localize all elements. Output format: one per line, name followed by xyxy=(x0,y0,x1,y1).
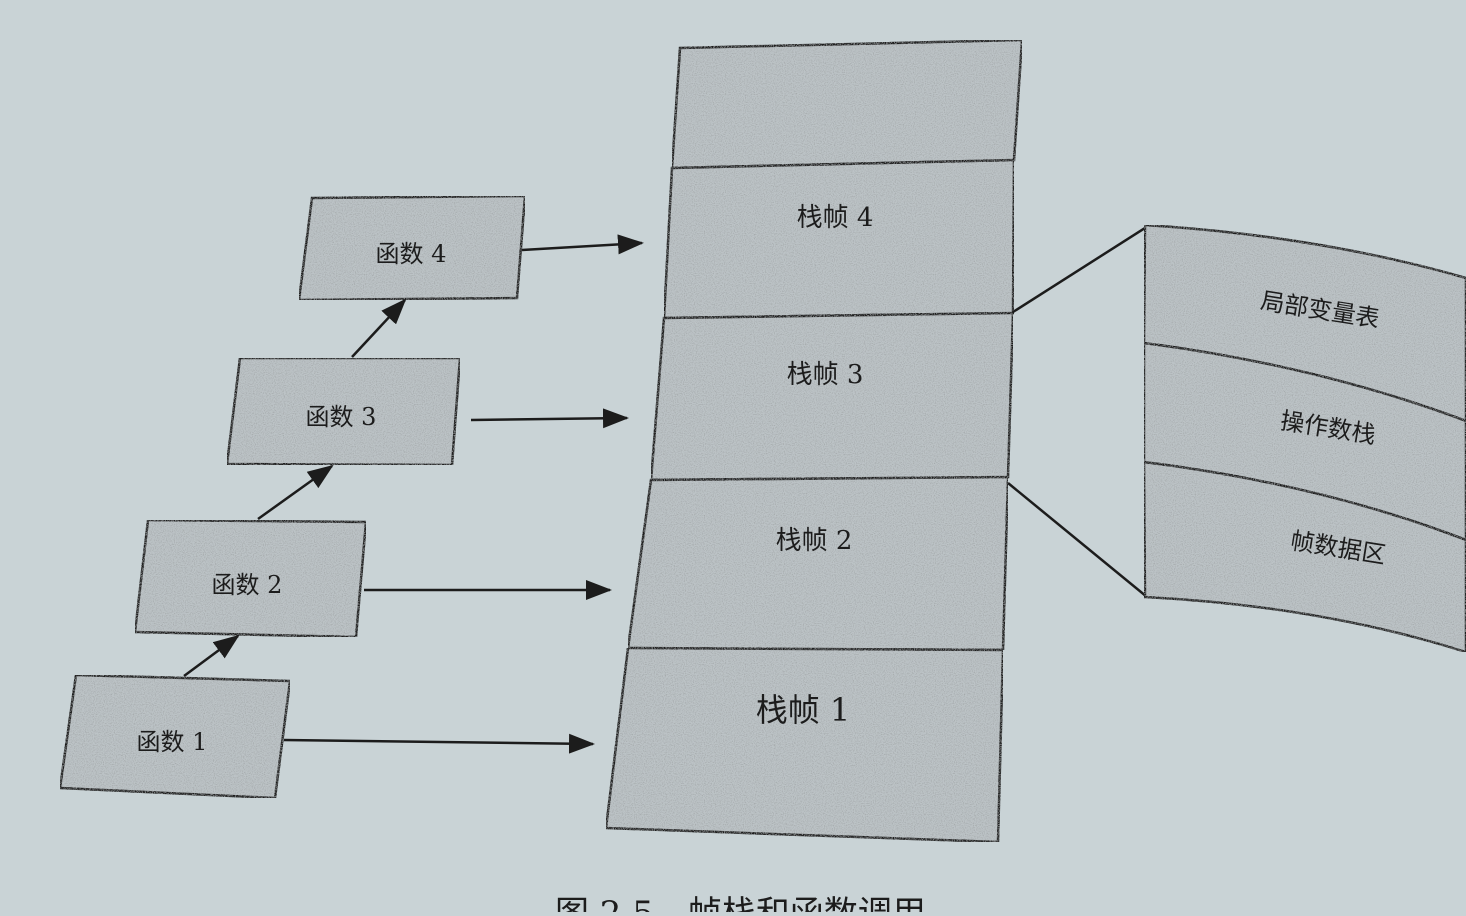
figure-caption: 图 2.5 帧栈和函数调用 xyxy=(555,894,926,912)
frame-arrows xyxy=(283,234,644,754)
stack-frame-2-label: 栈帧 2 xyxy=(776,526,853,556)
frame-arrow-1 xyxy=(283,733,595,754)
function-2-box xyxy=(133,518,368,639)
function-4-box xyxy=(297,194,527,302)
call-arrow-1-to-2 xyxy=(183,634,240,678)
expansion-line-bottom xyxy=(1007,482,1148,598)
frame-stack: 栈帧 4 栈帧 3 栈帧 2 栈帧 1 xyxy=(604,38,1024,844)
call-chain-arrows xyxy=(183,298,407,678)
frame-arrow-4 xyxy=(521,234,644,255)
function-boxes: 函数 4 函数 3 函数 2 函数 1 xyxy=(58,194,527,800)
stack-frame-3-cell xyxy=(649,311,1015,482)
function-2-label: 函数 2 xyxy=(212,571,283,599)
stack-frame-3-label: 栈帧 3 xyxy=(787,360,864,390)
expansion-line-top xyxy=(1012,226,1146,314)
function-4-label: 函数 4 xyxy=(376,240,447,268)
stack-frame-1-label: 栈帧 1 xyxy=(756,691,851,729)
function-3-label: 函数 3 xyxy=(306,403,377,431)
stack-frame-2-cell xyxy=(626,475,1010,652)
call-arrow-3-to-4 xyxy=(351,298,407,358)
stack-top-empty-cell xyxy=(670,38,1024,170)
detail-part-frame-data-area xyxy=(1142,460,1466,654)
stack-frame-1-cell xyxy=(604,646,1005,844)
frame-detail: 局部变量表 操作数栈 帧数据区 xyxy=(1007,223,1466,654)
stack-frame-4-label: 栈帧 4 xyxy=(797,203,874,233)
function-1-box xyxy=(58,673,292,800)
function-3-box xyxy=(225,356,462,467)
function-1-label: 函数 1 xyxy=(137,728,208,756)
frame-arrow-3 xyxy=(470,408,629,429)
stack-frame-4-cell xyxy=(662,158,1016,320)
call-arrow-2-to-3 xyxy=(257,464,334,521)
